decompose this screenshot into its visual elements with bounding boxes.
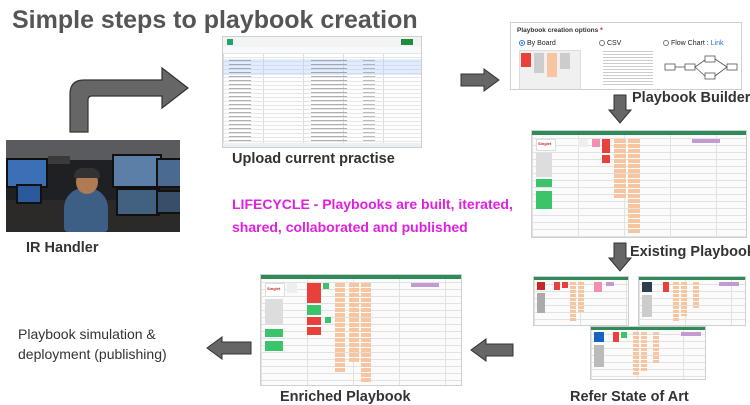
ir-handler-photo [6, 140, 180, 232]
spreadsheet-screenshot [222, 36, 422, 148]
caption-upload: Upload current practise [232, 151, 395, 167]
builder-dialog-screenshot: Playbook creation options * By Board CSV… [510, 22, 742, 90]
flow-chart-link[interactable]: Link [710, 40, 724, 47]
arrow-left-icon [470, 338, 514, 362]
simulation-line-2: deployment (publishing) [18, 346, 167, 362]
radio-selected-icon[interactable] [519, 40, 525, 47]
simulation-line-1: Playbook simulation & [18, 326, 156, 342]
caption-ir-handler: IR Handler [26, 240, 99, 256]
caption-existing: Existing Playbook [630, 244, 750, 260]
state-of-art-screenshot-3 [590, 326, 706, 380]
lifecycle-text: LIFECYCLE - Playbooks are built, iterate… [232, 193, 513, 239]
option-flow-chart: Flow Chart : [670, 40, 709, 47]
option-csv: CSV [606, 40, 622, 47]
page-title: Simple steps to playbook creation [12, 6, 418, 34]
state-of-art-screenshot-1 [533, 276, 629, 326]
dialog-title: Playbook creation options [517, 27, 599, 34]
required-mark: * [600, 27, 603, 34]
existing-playbook-screenshot: Singlet [531, 130, 747, 238]
arrow-right-icon [460, 68, 500, 92]
option-by-board: By Board [526, 40, 556, 47]
caption-refer: Refer State of Art [570, 389, 689, 405]
bent-arrow-icon [69, 66, 189, 133]
arrow-down-icon [608, 94, 632, 124]
caption-enriched: Enriched Playbook [280, 389, 411, 405]
simulation-text: Playbook simulation & deployment (publis… [18, 324, 167, 364]
board-logo-2: Singlet [267, 286, 281, 291]
arrow-left-icon-2 [206, 336, 252, 360]
board-logo: Singlet [538, 141, 552, 146]
lifecycle-line-1: LIFECYCLE - Playbooks are built, iterate… [232, 196, 513, 212]
caption-builder: Playbook Builder [632, 90, 750, 106]
arrow-down-icon-2 [608, 242, 632, 272]
radio-csv-icon[interactable] [599, 40, 605, 47]
enriched-playbook-screenshot: Singlet [260, 274, 462, 386]
radio-flow-icon[interactable] [663, 40, 669, 47]
state-of-art-screenshot-2 [638, 276, 746, 326]
flowchart-preview-icon [664, 55, 738, 80]
lifecycle-line-2: shared, collaborated and published [232, 219, 468, 235]
